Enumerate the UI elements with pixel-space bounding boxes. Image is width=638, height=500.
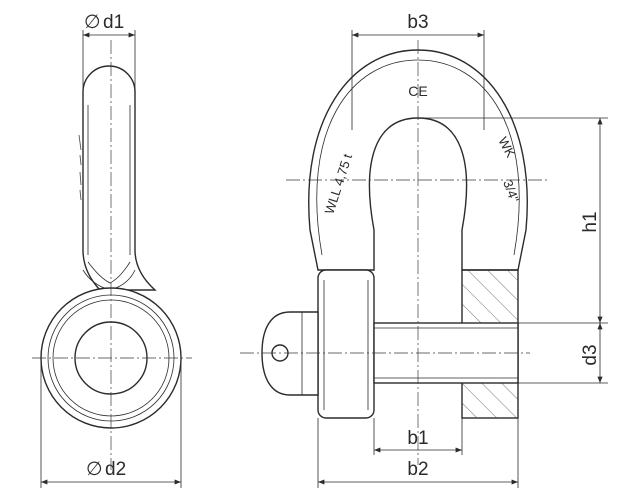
left-leg [317, 269, 375, 419]
b1-label: b1 [407, 428, 428, 449]
side-view: ∅ d1 ∅ d2 [32, 12, 192, 488]
side-embossing [78, 134, 82, 201]
d1-diameter-symbol: ∅ [84, 12, 101, 33]
h1-label: h1 [580, 211, 601, 232]
side-bow [82, 65, 157, 291]
d2-diameter-symbol: ∅ [86, 459, 103, 480]
d2-label: d2 [105, 459, 126, 480]
pin-head [261, 311, 319, 396]
side-transition [87, 261, 131, 284]
d3-label: d3 [580, 344, 601, 365]
d1-label: d1 [103, 12, 124, 33]
bow-inner-edge [316, 59, 520, 256]
bow-body [308, 49, 528, 271]
front-view: CE WLL 4,75 t WK 3/4" b3 h1 [240, 12, 608, 488]
b3-label: b3 [407, 12, 428, 33]
b2-label: b2 [407, 459, 428, 480]
size-marking: 3/4" [500, 178, 522, 205]
